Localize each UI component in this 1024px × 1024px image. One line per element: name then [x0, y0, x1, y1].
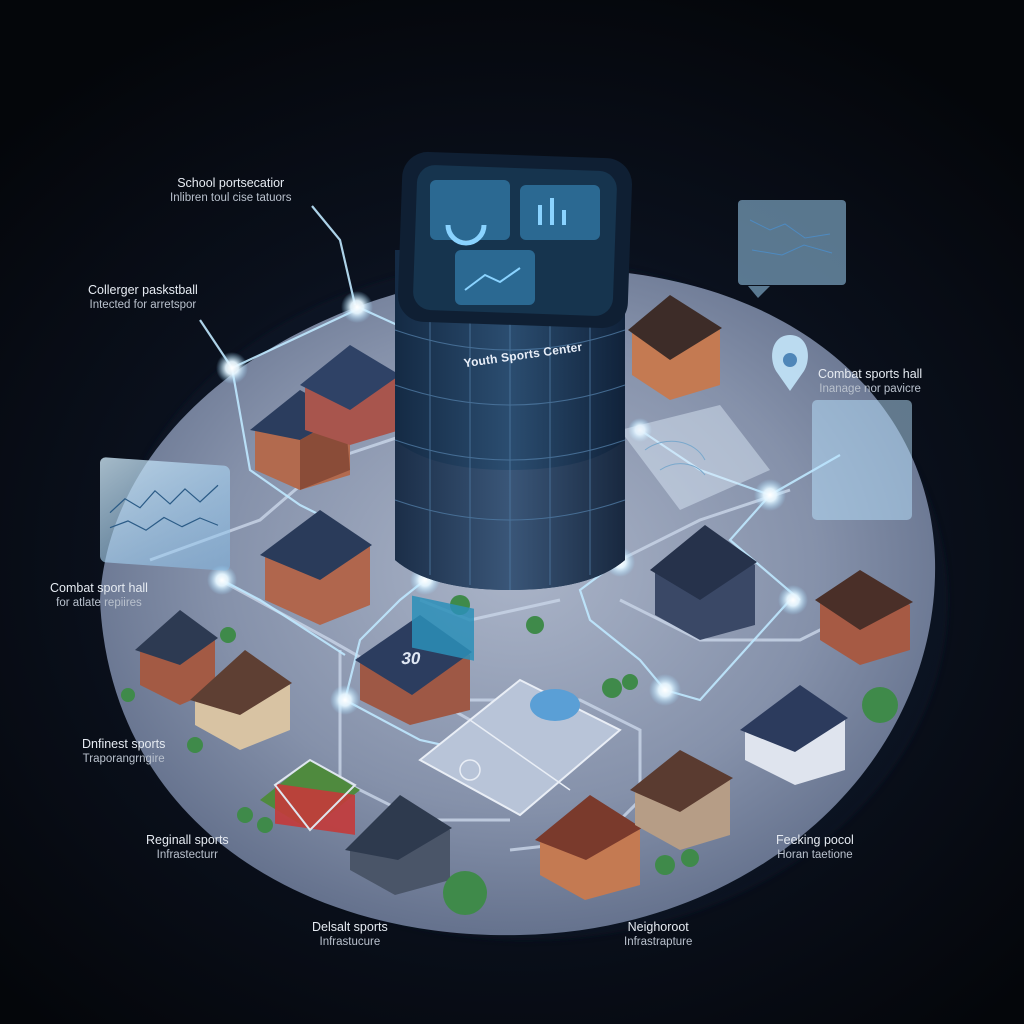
- label-dnfinest-title: Dnfinest sports: [82, 737, 166, 751]
- label-regional-title: Reginall sports: [146, 833, 229, 847]
- label-neighoroot-sub: Infrastrapture: [624, 936, 693, 948]
- house-orange-top-right: [628, 295, 722, 400]
- youth-sports-center-tower: [394, 151, 633, 661]
- label-college-sub: Intected for arretspor: [89, 299, 197, 311]
- label-combat-left: Combat sport hall for atlate repiires: [50, 581, 148, 611]
- label-combat-right-sub: Inanage nor pavicre: [819, 383, 921, 395]
- label-dnfinest: Dnfinest sports Traporangrngire: [82, 737, 165, 767]
- network-nodes: [207, 291, 808, 715]
- house-dark-bottom: [345, 795, 452, 895]
- label-school: School portsecatior Inlibren toul cise t…: [170, 176, 291, 206]
- tree-icon: [121, 595, 898, 915]
- pin-icon: [772, 335, 808, 391]
- label-college: Collerger paskstball Intected for arrets…: [88, 283, 198, 313]
- house-brown-right: [630, 750, 733, 850]
- label-regional: Reginall sports Infrastecturr: [146, 833, 229, 863]
- label-combat-left-sub: for atlate repiires: [56, 597, 142, 609]
- house-brick-center-left: [260, 510, 372, 625]
- label-delsalt-sub: Infrastucure: [319, 936, 381, 948]
- label-combat-right-title: Combat sports hall: [818, 367, 923, 381]
- house-beige-left: [190, 650, 292, 750]
- right-panels: [620, 200, 912, 520]
- label-neighoroot: Neighoroot Infrastrapture: [624, 920, 692, 950]
- house-white-right: [740, 685, 848, 785]
- label-neighoroot-title: Neighoroot: [627, 920, 689, 934]
- label-regional-sub: Infrastecturr: [156, 849, 219, 861]
- label-feeking-sub: Horan taetione: [777, 849, 853, 861]
- left-data-panel: [100, 457, 230, 571]
- house-clay-bottom: [535, 795, 642, 900]
- house-blue-right: [650, 525, 757, 640]
- basketball-court-icon: [418, 678, 622, 817]
- label-feeking: Feeking pocol Horan taetione: [776, 833, 854, 863]
- label-feeking-title: Feeking pocol: [776, 833, 854, 847]
- house-brick-far-right: [815, 570, 913, 665]
- stadium: [260, 758, 360, 835]
- house-brick-left: [135, 610, 218, 705]
- label-delsalt: Delsalt sports Infrastucure: [312, 920, 388, 950]
- label-combat-right: Combat sports hall Inanage nor pavicre: [818, 367, 922, 397]
- label-college-title: Collerger paskstball: [88, 283, 198, 297]
- label-school-title: School portsecatior: [177, 176, 285, 190]
- label-school-sub: Inlibren toul cise tatuors: [170, 192, 292, 204]
- house-red-right: [300, 345, 400, 445]
- court-number: 30: [399, 649, 423, 668]
- label-combat-left-title: Combat sport hall: [50, 581, 148, 595]
- label-dnfinest-sub: Traporangrngire: [82, 753, 165, 765]
- label-delsalt-title: Delsalt sports: [312, 920, 388, 934]
